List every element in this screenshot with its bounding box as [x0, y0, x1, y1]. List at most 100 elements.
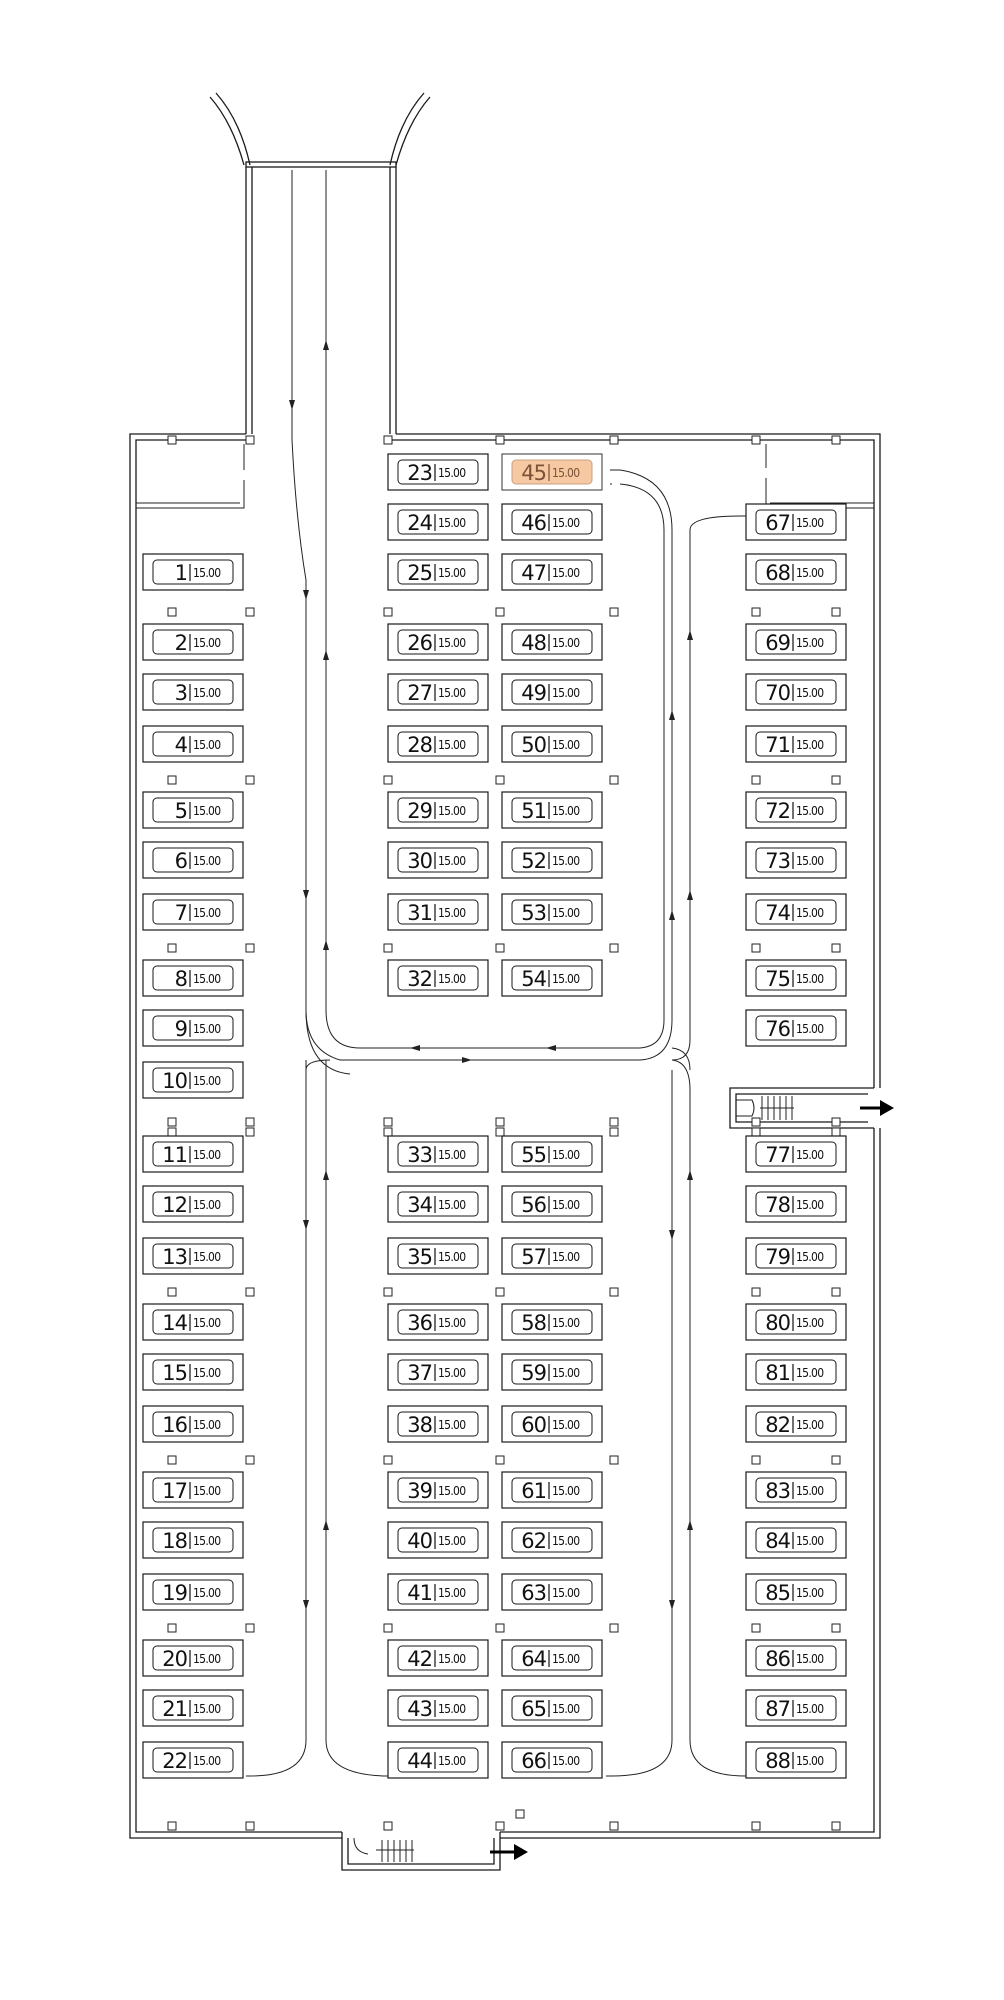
slot-label-box: [152, 847, 234, 873]
slot-price: 15.00: [796, 566, 824, 580]
pillar: [167, 1623, 177, 1633]
slot-label-box: [152, 1015, 234, 1041]
slot-label-box: [755, 1527, 837, 1553]
slot-number: 2: [175, 631, 187, 655]
pillar: [609, 607, 619, 617]
pillar: [383, 775, 393, 785]
slot-label-box: [152, 1747, 234, 1773]
pillars: [167, 435, 841, 1831]
slot-label-box: [397, 731, 479, 757]
